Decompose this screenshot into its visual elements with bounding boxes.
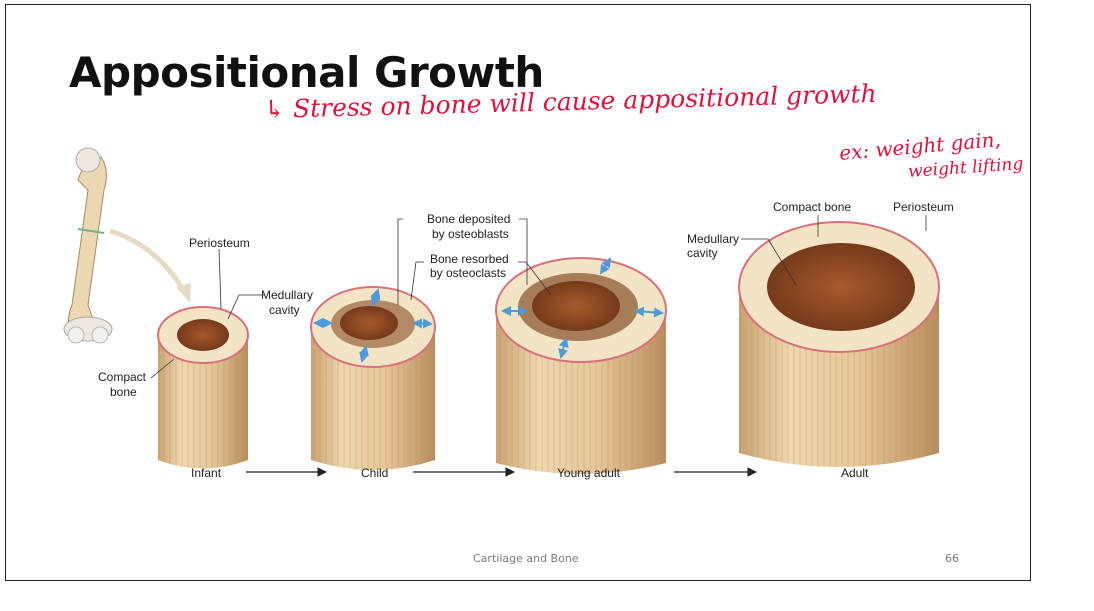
bone-infant xyxy=(158,307,248,469)
growth-arrow-icon xyxy=(414,323,431,324)
stage-label-child: Child xyxy=(361,466,388,480)
appositional-growth-diagram: Periosteum Medullary cavity Compact bone… xyxy=(6,5,1032,582)
bone-young-adult xyxy=(496,258,666,474)
stage-label-infant: Infant xyxy=(191,466,222,480)
bone-child xyxy=(311,287,435,470)
label-bone-resorbed-2: by osteoclasts xyxy=(430,266,506,280)
label-medullary-infant: Medullary xyxy=(261,288,313,302)
label-compact-infant: Compact xyxy=(98,370,147,384)
label-compact-adult: Compact bone xyxy=(773,200,851,214)
label-bone-deposited: Bone deposited xyxy=(427,212,510,226)
stage-label-adult: Adult xyxy=(841,466,869,480)
label-compact-infant-2: bone xyxy=(110,385,137,399)
bone-adult xyxy=(739,222,939,467)
stage-label-young-adult: Young adult xyxy=(557,466,621,480)
page-number: 66 xyxy=(945,552,959,565)
label-medullary-adult-2: cavity xyxy=(687,246,718,260)
label-periosteum-adult: Periosteum xyxy=(893,200,954,214)
label-medullary-adult: Medullary xyxy=(687,232,739,246)
slide: Appositional Growth ↳ Stress on bone wil… xyxy=(5,4,1031,581)
label-bone-deposited-2: by osteoblasts xyxy=(432,227,509,241)
label-medullary-infant-2: cavity xyxy=(269,303,300,317)
label-bone-resorbed: Bone resorbed xyxy=(430,252,509,266)
footer-course-title: Cartilage and Bone xyxy=(473,552,579,565)
label-periosteum-infant: Periosteum xyxy=(189,236,250,250)
